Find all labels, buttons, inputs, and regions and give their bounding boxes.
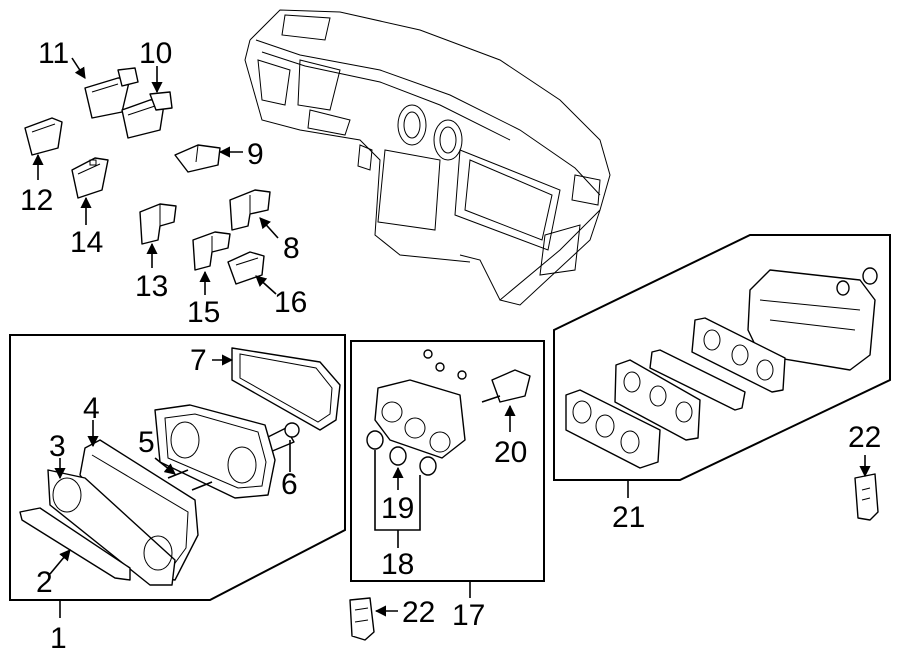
heater-parts <box>565 267 878 469</box>
callout-7: 7 <box>190 344 207 377</box>
callout-22-left: 22 <box>402 596 435 629</box>
callout-leader-8 <box>259 217 279 239</box>
callout-9: 9 <box>247 138 264 171</box>
callout-19: 19 <box>381 492 414 525</box>
callout-14: 14 <box>70 226 103 259</box>
switch-14 <box>71 157 109 199</box>
callout-3: 3 <box>49 430 66 463</box>
callout-leader-11 <box>71 57 86 79</box>
switch-11 <box>84 67 139 119</box>
callout-10: 10 <box>139 37 172 70</box>
switch-12 <box>24 117 63 156</box>
callout-13: 13 <box>135 270 168 303</box>
switch-8 <box>229 189 271 231</box>
callout-4: 4 <box>83 392 100 425</box>
callout-16: 16 <box>274 286 307 319</box>
callout-1: 1 <box>50 622 67 655</box>
switch-13 <box>139 203 177 245</box>
switch-16 <box>227 251 265 285</box>
switch-15 <box>192 231 231 271</box>
callout-leader-2 <box>49 549 71 575</box>
callout-20: 20 <box>494 436 527 469</box>
bracket-22-left <box>349 597 375 641</box>
callout-11: 11 <box>38 37 69 70</box>
bracket-22-right <box>854 473 879 521</box>
control-parts <box>366 349 531 476</box>
cluster-parts <box>19 347 341 586</box>
callout-21: 21 <box>612 501 645 534</box>
switch-10 <box>121 91 173 139</box>
callout-15: 15 <box>187 296 220 329</box>
callout-18: 18 <box>381 548 414 581</box>
callout-22-right: 22 <box>848 421 881 454</box>
callout-leader-16 <box>255 275 277 295</box>
callout-12: 12 <box>20 184 53 217</box>
callout-17: 17 <box>452 599 485 632</box>
callout-leader-5 <box>154 457 176 475</box>
switch-9 <box>174 144 221 173</box>
callout-bracket-18 <box>374 450 421 548</box>
callout-5: 5 <box>138 426 155 459</box>
instrument-panel-outline <box>244 9 611 306</box>
callout-8: 8 <box>283 232 300 265</box>
callout-2: 2 <box>36 566 53 599</box>
control-group-frame <box>350 340 545 582</box>
callout-6: 6 <box>281 468 298 501</box>
